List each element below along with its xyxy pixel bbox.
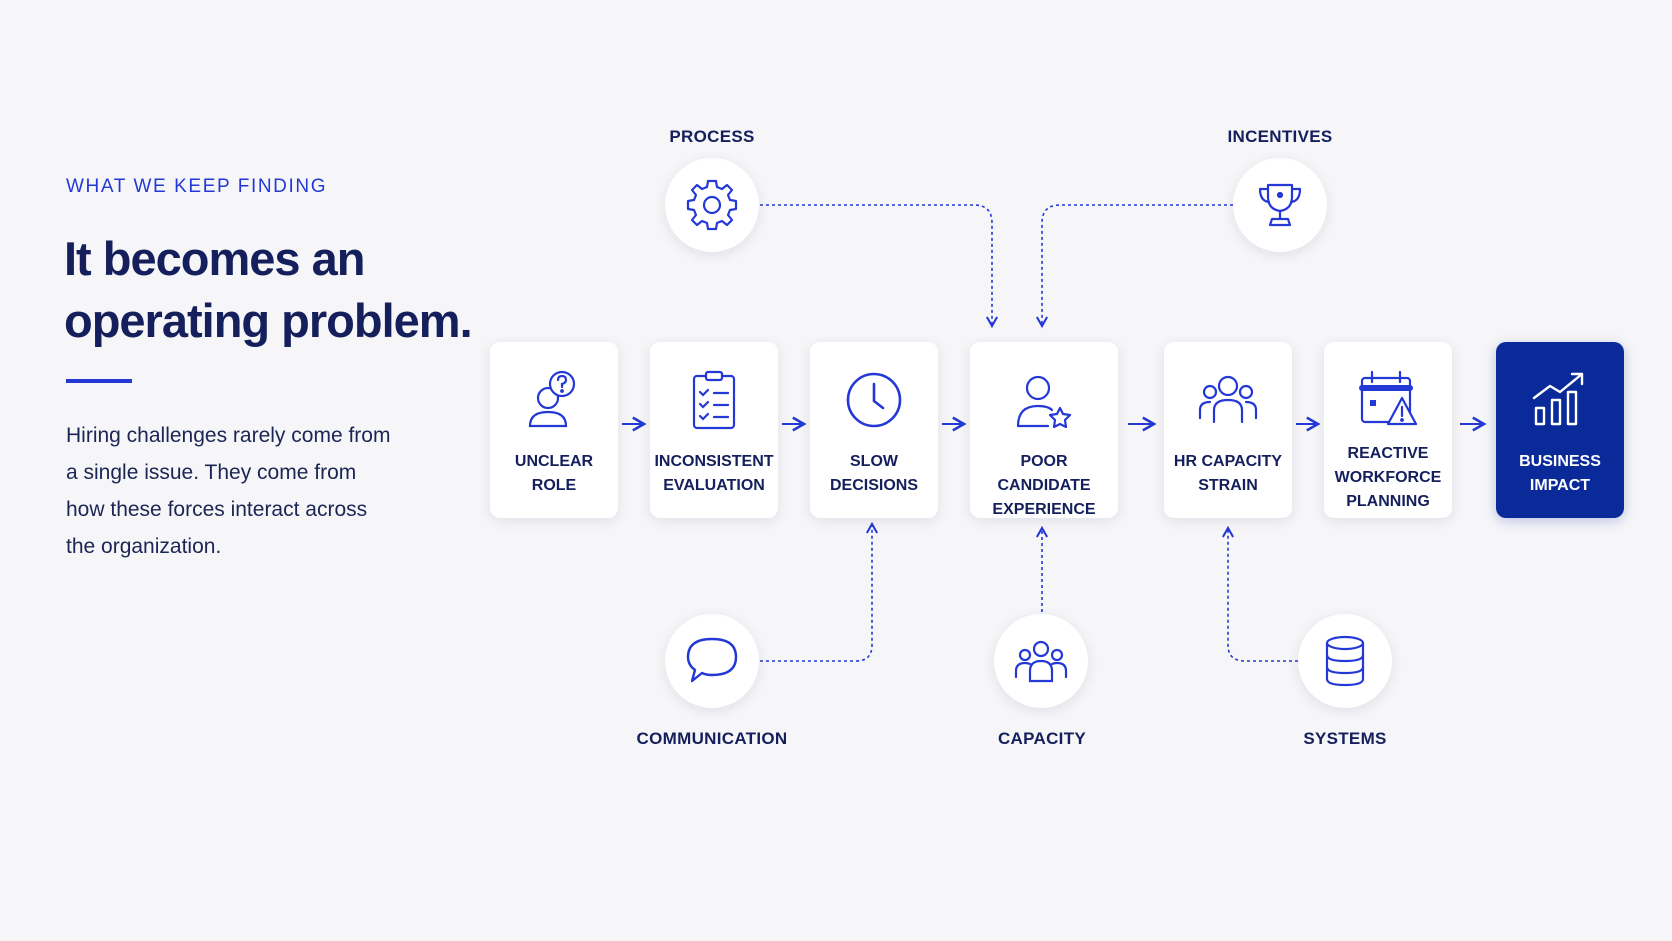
user-question-icon xyxy=(528,370,576,428)
card-label: SLOW DECISIONS xyxy=(829,453,918,494)
force-incentives xyxy=(1233,158,1327,252)
calendar-warning-icon xyxy=(1359,370,1418,426)
accent-rule xyxy=(66,379,132,383)
card-slow-decisions: SLOW DECISIONS xyxy=(810,342,938,518)
page-title: It becomes an operating problem. xyxy=(64,232,473,347)
eyebrow: WHAT WE KEEP FINDING xyxy=(66,176,328,197)
card-reactive-workforce-planning: REACTIVE WORKFORCE PLANNING xyxy=(1324,342,1452,518)
force-label-process: PROCESS xyxy=(669,127,755,146)
force-label-incentives: INCENTIVES xyxy=(1227,127,1333,146)
database-icon xyxy=(1325,635,1365,687)
intro-body: Hiring challenges rarely come from a sin… xyxy=(66,424,391,558)
card-poor-candidate-experience: POOR CANDIDATE EXPERIENCE xyxy=(970,342,1118,518)
force-label-systems: SYSTEMS xyxy=(1303,729,1387,748)
card-business-impact: BUSINESS IMPACT xyxy=(1496,342,1624,518)
force-process xyxy=(665,158,759,252)
card-label: POOR CANDIDATE EXPERIENCE xyxy=(992,453,1096,518)
gear-icon xyxy=(686,179,738,231)
card-label: INCONSISTENT EVALUATION xyxy=(654,453,774,494)
process-connector xyxy=(760,204,999,329)
user-star-icon xyxy=(1016,375,1072,429)
force-systems xyxy=(1298,614,1392,708)
card-label: BUSINESS IMPACT xyxy=(1519,453,1601,494)
card-label: REACTIVE WORKFORCE PLANNING xyxy=(1334,445,1442,510)
speech-bubble-icon xyxy=(686,637,738,683)
card-label: UNCLEAR ROLE xyxy=(514,453,594,494)
card-unclear-role: UNCLEAR ROLE xyxy=(490,342,618,518)
bar-chart-trend-icon xyxy=(1532,372,1584,426)
card-hr-capacity-strain: HR CAPACITY STRAIN xyxy=(1164,342,1292,518)
force-capacity xyxy=(994,614,1088,708)
force-communication xyxy=(665,614,759,708)
card-inconsistent-evaluation: INCONSISTENT EVALUATION xyxy=(650,342,778,518)
systems-connector xyxy=(1221,525,1298,662)
communication-connector xyxy=(760,521,879,662)
force-label-communication: COMMUNICATION xyxy=(636,729,788,748)
people-group-icon xyxy=(1014,640,1068,683)
team-icon xyxy=(1198,375,1258,424)
card-label: HR CAPACITY STRAIN xyxy=(1173,453,1283,494)
force-label-capacity: CAPACITY xyxy=(997,729,1087,748)
clock-icon xyxy=(846,372,902,428)
incentives-connector xyxy=(1035,204,1233,329)
clipboard-checklist-icon xyxy=(692,370,736,430)
trophy-icon xyxy=(1258,183,1302,227)
